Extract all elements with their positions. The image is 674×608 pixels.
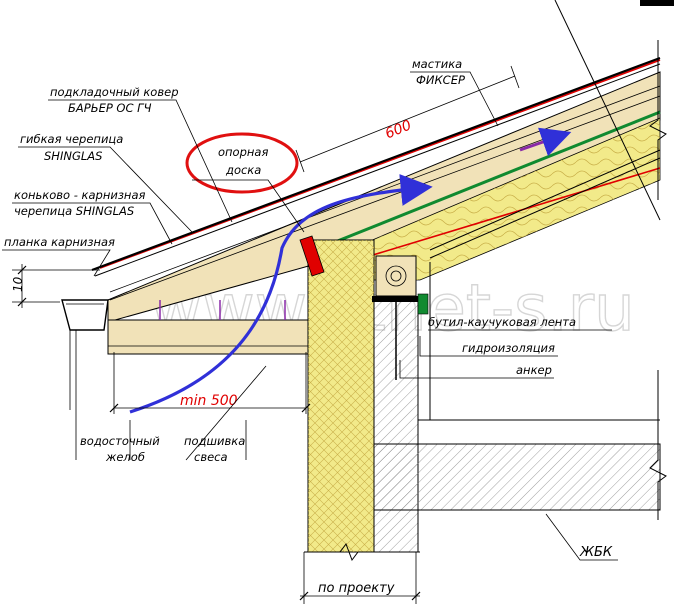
label-ridge-1: коньково - карнизная xyxy=(14,188,146,202)
corner-tab xyxy=(640,0,674,6)
roof-layers xyxy=(91,56,661,420)
label-gutter-2: желоб xyxy=(105,450,145,464)
dimension-600-text: 600 xyxy=(383,117,414,142)
label-soffit-1: подшивка xyxy=(184,434,245,448)
label-mastic-2: ФИКСЕР xyxy=(416,73,465,87)
label-support-1: опорная xyxy=(218,145,268,159)
soffit xyxy=(107,300,321,355)
airflow-arrow xyxy=(129,173,433,414)
label-butyl-tape: бутил-каучуковая лента xyxy=(428,315,576,329)
dimension-10: 10 xyxy=(11,264,100,308)
gutter xyxy=(61,299,109,410)
dimension-10-text: 10 xyxy=(11,276,25,292)
highlight-ellipse xyxy=(185,132,299,194)
label-waterproofing: гидроизоляция xyxy=(462,341,555,355)
label-by-project: по проекту xyxy=(318,581,395,596)
support-board xyxy=(299,235,325,277)
label-flex-tile-2: SHINGLAS xyxy=(44,149,102,163)
label-ridge-2: черепица SHINGLAS xyxy=(14,204,134,218)
break-lines xyxy=(304,0,667,562)
dimension-min500: min 500 xyxy=(109,352,311,414)
label-eaves-strip: планка карнизная xyxy=(4,235,115,249)
label-support-2: доска xyxy=(225,163,261,177)
leader-lines xyxy=(2,71,618,561)
label-underlay-1: подкладочный ковер xyxy=(50,85,179,99)
label-underlay-2: БАРЬЕР ОС ГЧ xyxy=(68,101,152,115)
label-anchor: анкер xyxy=(516,363,552,377)
label-concrete: ЖБК xyxy=(579,545,613,560)
label-soffit-2: свеса xyxy=(194,450,228,464)
label-gutter-1: водосточный xyxy=(80,434,160,448)
label-flex-tile-1: гибкая черепица xyxy=(20,132,123,146)
labels: подкладочный ковер БАРЬЕР ОС ГЧ мастика … xyxy=(4,57,613,560)
dimension-by-project: по проекту xyxy=(299,552,421,604)
label-mastic-1: мастика xyxy=(412,57,462,71)
dimension-min500-text: min 500 xyxy=(180,393,238,409)
